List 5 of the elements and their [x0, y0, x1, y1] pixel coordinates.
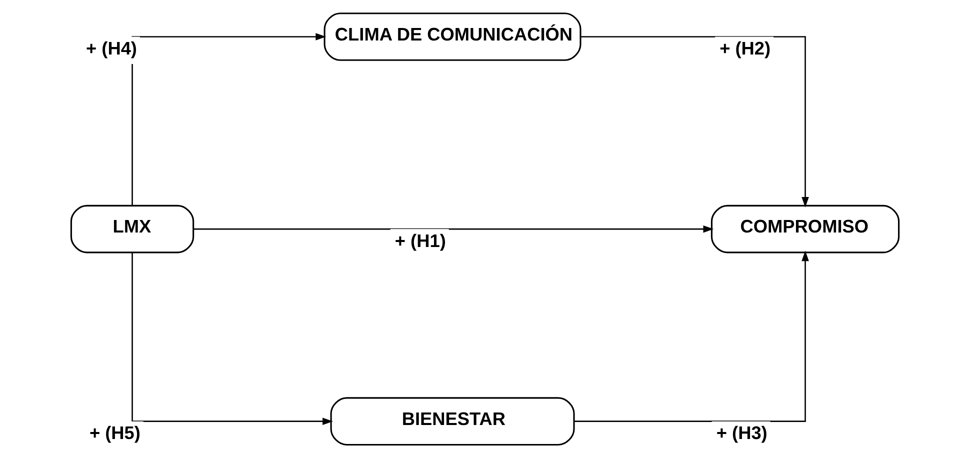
edge-label: + (H1) — [394, 230, 446, 251]
edge-label: + (H4) — [86, 38, 138, 59]
edge-label: + (H3) — [716, 423, 768, 444]
edge-label: + (H2) — [720, 38, 771, 59]
edge-label: + (H5) — [89, 423, 140, 444]
